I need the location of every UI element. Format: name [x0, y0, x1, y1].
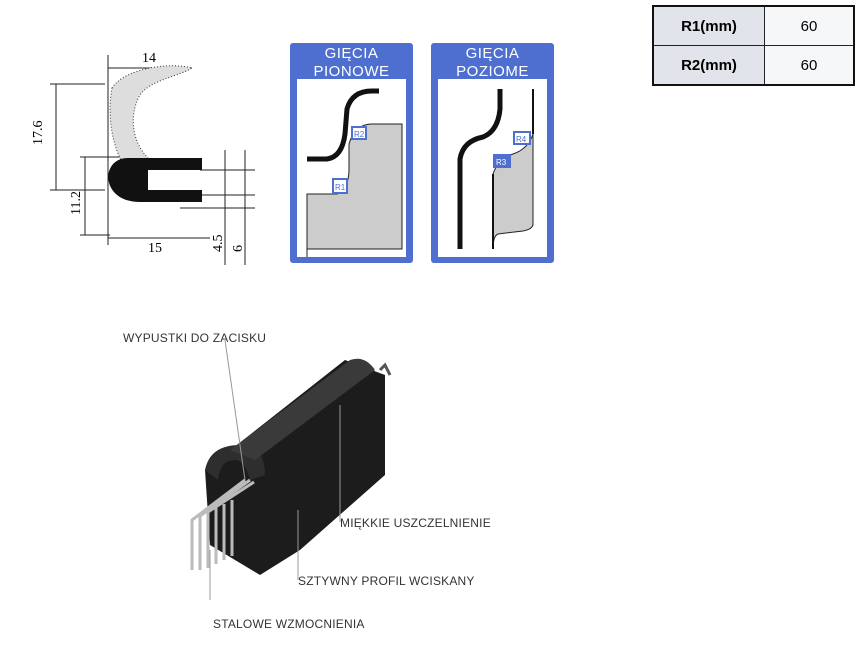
profile-technical-drawing: 14 17.6 11.2 15 4.5 6 — [31, 51, 255, 265]
table-row: R2(mm)60 — [652, 45, 855, 86]
panel-title-line2: POZIOME — [456, 63, 529, 80]
horizontal-bend-panel: GIĘCIA POZIOME R4 R3 — [431, 43, 554, 263]
radius-spec-table: R1(mm)60 R2(mm)60 — [652, 5, 855, 86]
radius-label-r2: R2 — [354, 130, 365, 139]
dim-bottom-width: 15 — [148, 241, 162, 256]
r1-value: 60 — [764, 5, 855, 46]
vertical-bend-diagram: R2 R1 — [306, 88, 403, 259]
dim-gap-inner: 4.5 — [211, 235, 226, 253]
table-row: R1(mm)60 — [652, 5, 855, 46]
callout-soft-seal: MIĘKKIE USZCZELNIENIE — [340, 516, 491, 530]
r2-label: R2(mm) — [652, 45, 765, 86]
panel-title-line1: GIĘCIA — [465, 45, 520, 62]
callout-clamp-lips: WYPUSTKI DO ZACISKU — [123, 331, 267, 345]
r1-label: R1(mm) — [652, 5, 765, 46]
dim-total-height: 17.6 — [31, 121, 46, 146]
panel-title-line2: PIONOWE — [313, 63, 390, 80]
profile-3d-render — [190, 340, 392, 600]
dim-top-width: 14 — [142, 51, 156, 66]
radius-label-r1: R1 — [335, 183, 346, 192]
dim-clip-height: 11.2 — [69, 191, 84, 215]
horizontal-bend-diagram: R4 R3 — [457, 89, 534, 250]
callout-steel-reinforcement: STALOWE WZMOCNIENIA — [213, 617, 365, 631]
radius-label-r4: R4 — [516, 135, 527, 144]
callout-rigid-profile: SZTYWNY PROFIL WCISKANY — [298, 574, 475, 588]
panel-title-line1: GIĘCIA — [324, 45, 379, 62]
r2-value: 60 — [764, 45, 855, 86]
radius-label-r3: R3 — [496, 158, 507, 167]
dim-gap-outer: 6 — [231, 245, 246, 252]
vertical-bend-panel: GIĘCIA PIONOWE R2 R1 — [290, 43, 413, 263]
